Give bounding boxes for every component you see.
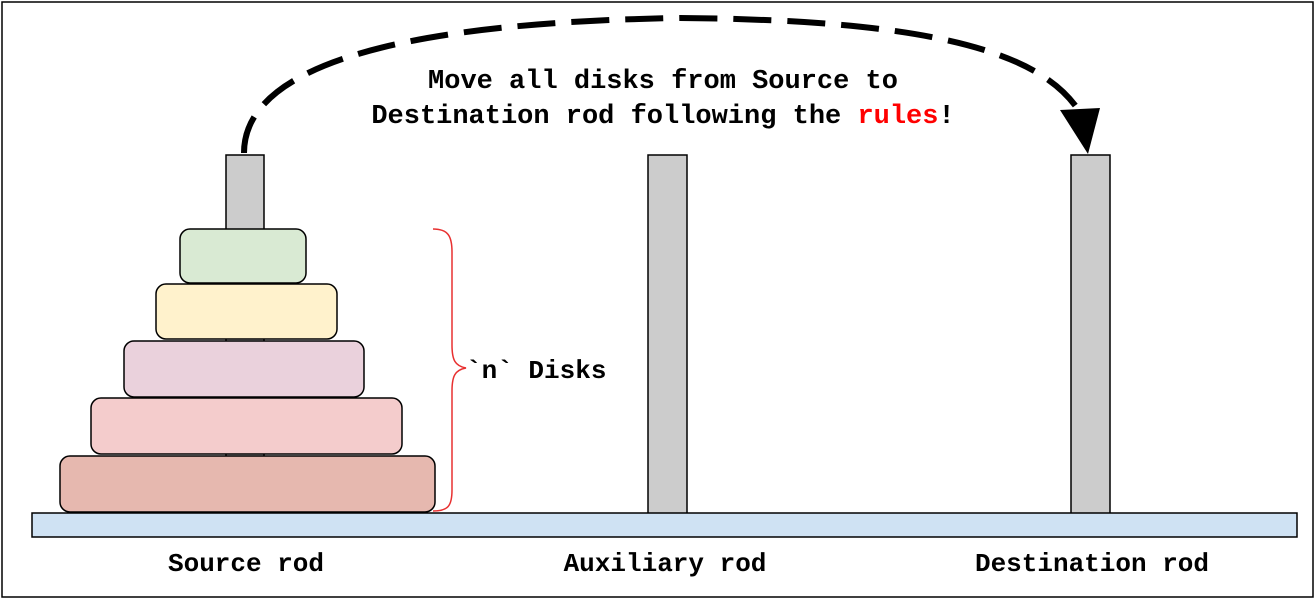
base-platform	[31, 512, 1298, 538]
title-line-1: Move all disks from Source to	[428, 67, 898, 97]
auxiliary-rod	[647, 154, 688, 516]
destination-rod-label: Destination rod	[975, 549, 1209, 579]
move-arrowhead	[1060, 108, 1100, 154]
svg-text:Move all disks from Source to: Move all disks from Source to	[428, 67, 898, 97]
disk-5	[59, 455, 436, 513]
source-rod-label: Source rod	[168, 549, 324, 579]
disk-1	[179, 228, 307, 284]
disk-count-label: `n` Disks	[466, 356, 606, 386]
disk-2	[155, 283, 338, 340]
disk-3	[123, 340, 365, 398]
title-rules-highlight: rules	[857, 102, 938, 132]
svg-text:Destination rod following the: Destination rod following the rules!	[371, 102, 954, 132]
disk-count-brace	[432, 228, 467, 512]
auxiliary-rod-label: Auxiliary rod	[564, 549, 767, 579]
move-arrow-arc	[241, 14, 1091, 154]
title-line-2-suffix: !	[938, 102, 954, 132]
disk-4	[90, 397, 403, 455]
destination-rod	[1070, 154, 1111, 516]
title-line-2-prefix: Destination rod following the	[371, 102, 857, 132]
